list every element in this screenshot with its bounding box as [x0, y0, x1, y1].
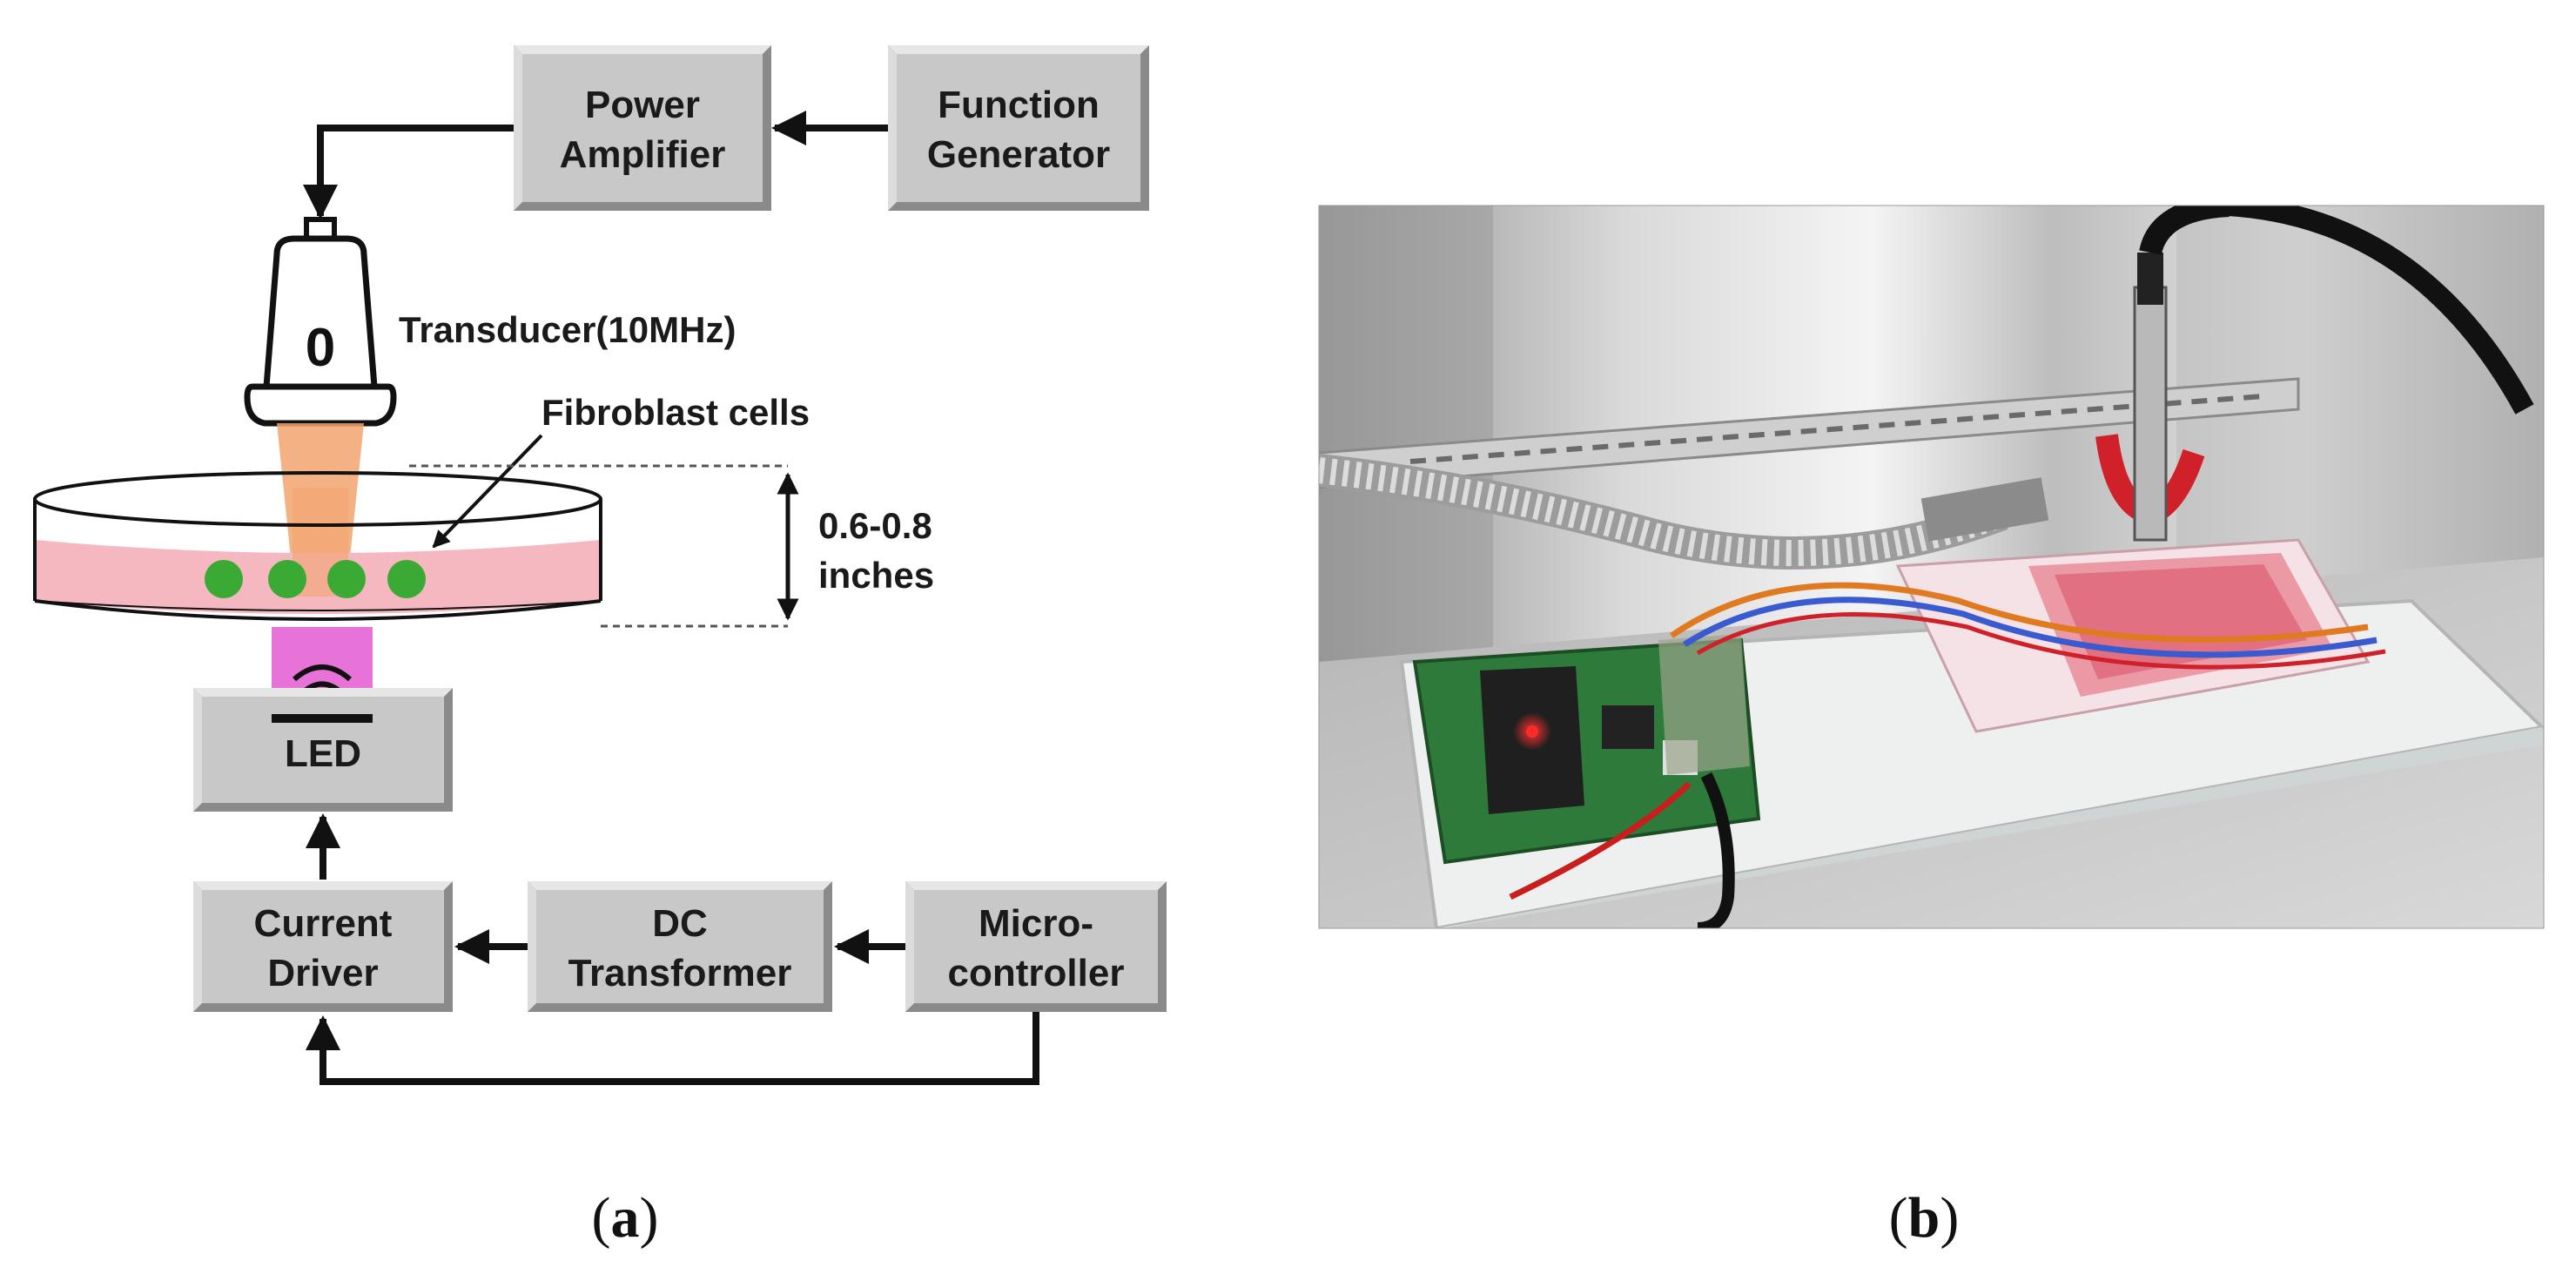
dc-transformer-label-1: DC	[652, 902, 708, 945]
transducer-glyph: 0	[306, 318, 335, 378]
led-box: LED	[193, 688, 453, 812]
setup-photo	[1318, 205, 2545, 929]
transducer-icon: 0	[244, 217, 397, 427]
microcontroller-label-2: controller	[948, 952, 1125, 994]
cell	[327, 560, 366, 598]
function-generator-label-1: Function	[938, 84, 1100, 126]
panel-a-letter: a	[611, 1186, 640, 1250]
panel-a-open: (	[592, 1186, 611, 1250]
block-diagram: Power Amplifier Function Generator 0 Tra…	[33, 45, 1167, 1085]
cell	[205, 560, 243, 598]
fibroblast-pointer-arrow	[432, 434, 543, 549]
function-generator-label-2: Generator	[927, 133, 1110, 176]
arrow-mc-feedback-to-cd	[306, 1012, 1039, 1085]
fibroblast-cells	[205, 560, 426, 598]
petri-dish	[33, 471, 602, 621]
cell	[268, 560, 306, 598]
microcontroller-box: Micro- controller	[905, 881, 1167, 1012]
height-label-1: 0.6-0.8	[818, 505, 932, 546]
function-generator-box: Function Generator	[888, 45, 1149, 211]
panel-b-letter: b	[1908, 1186, 1940, 1250]
power-amplifier-box: Power Amplifier	[514, 45, 771, 211]
height-label-2: inches	[818, 555, 934, 596]
microcontroller-label-1: Micro-	[979, 902, 1093, 945]
current-driver-label-2: Driver	[267, 952, 378, 994]
current-driver-box: Current Driver	[193, 881, 453, 1012]
current-driver-label-1: Current	[254, 902, 393, 945]
fibroblast-cells-label: Fibroblast cells	[541, 392, 810, 433]
arrow-pa-to-transducer	[303, 125, 514, 219]
power-amplifier-label-1: Power	[585, 84, 700, 126]
panel-label-b: (b)	[1889, 1186, 1960, 1250]
transducer-label: Transducer(10MHz)	[399, 309, 736, 350]
power-amplifier-label-2: Amplifier	[560, 133, 726, 176]
dc-transformer-box: DC Transformer	[528, 881, 832, 1012]
dc-transformer-label-2: Transformer	[568, 952, 792, 994]
panel-b-close: )	[1940, 1186, 1959, 1250]
panel-b-open: (	[1889, 1186, 1908, 1250]
panel-label-a: (a)	[592, 1186, 659, 1250]
cell	[387, 560, 426, 598]
led-label: LED	[285, 732, 361, 775]
panel-a-close: )	[640, 1186, 659, 1250]
